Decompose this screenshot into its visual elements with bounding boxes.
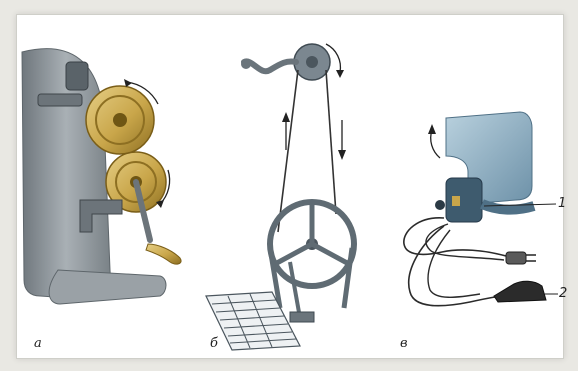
pitman-rod	[290, 262, 300, 318]
panel-a-hand-crank	[22, 49, 181, 304]
pedal-cable	[409, 226, 504, 306]
panel-label-b: б	[210, 336, 218, 351]
crank-handle	[146, 244, 181, 264]
panel-label-a: а	[34, 336, 42, 351]
power-cable-2	[426, 224, 504, 260]
callout-number-2: 2	[559, 286, 567, 301]
power-cable	[404, 218, 506, 256]
electric-motor	[446, 178, 482, 222]
panel-label-v: в	[400, 336, 408, 351]
power-plug	[506, 252, 526, 264]
belt-right	[326, 70, 336, 214]
panel-v-electric	[404, 112, 558, 306]
top-bracket	[66, 62, 88, 90]
foot-pedal-controller	[494, 281, 546, 302]
machine-shaft	[244, 61, 296, 71]
treadle-plate	[206, 292, 300, 350]
callout-number-1: 1	[558, 196, 566, 211]
motor-rotation-arrow	[431, 130, 440, 158]
shaft-bolt	[38, 94, 82, 106]
panel-b-treadle	[206, 44, 354, 350]
machine-base	[49, 270, 166, 304]
treadle-pivot	[290, 312, 314, 322]
